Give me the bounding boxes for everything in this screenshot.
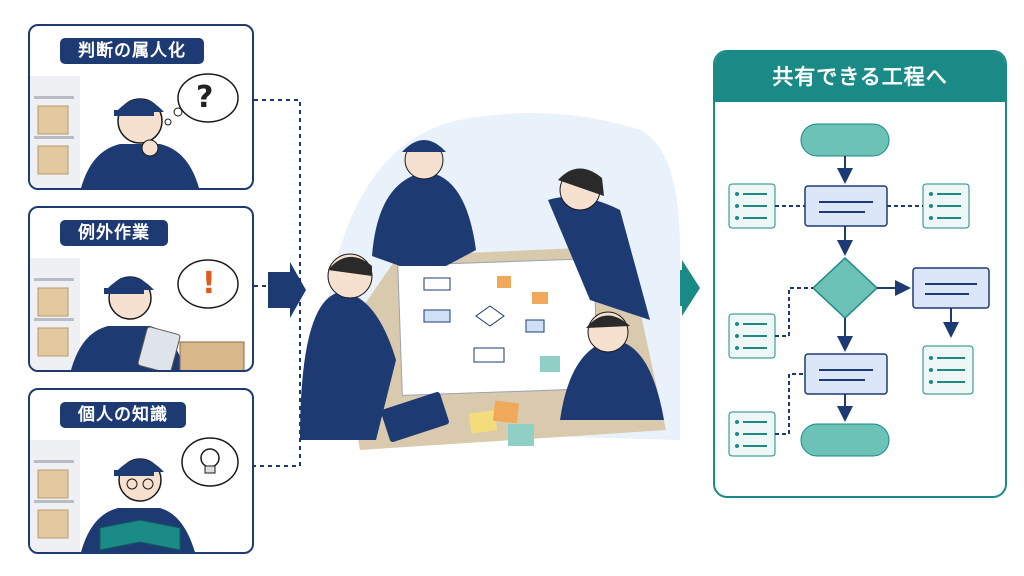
lightbulb-icon [200,448,220,474]
sticky-note [493,400,519,424]
exclamation-mark-icon: ! [202,266,216,301]
note-card [728,183,776,229]
sticky-note [508,424,534,446]
note-card [728,313,776,359]
thought-bubble [177,73,239,123]
start-terminal [800,123,890,157]
note-card [728,411,776,457]
arrow-right-icon [268,262,306,318]
sticky-note [468,410,498,434]
decision-diamond [811,256,879,320]
panel-exception: 例外作業 ! [28,206,254,372]
panel-judgement: 判断の属人化 ? [28,24,254,190]
flowchart [728,123,990,457]
question-mark-icon: ? [196,80,214,115]
worker-thinking-illustration [30,73,239,188]
panel-label: 例外作業 [60,220,168,246]
worker-book-illustration [30,437,239,552]
worker-clipboard-illustration [30,258,245,370]
process-box [804,353,888,395]
end-terminal [800,423,890,457]
shared-process-panel: 共有できる工程へ [713,50,1007,498]
note-card [922,345,974,395]
panel-knowledge: 個人の知識 [28,388,254,554]
thought-bubble [177,259,239,309]
process-box [912,267,990,309]
dotted-connector [254,99,301,467]
notebook [381,392,449,442]
panel-title: 共有できる工程へ [715,52,1005,102]
note-card [922,183,970,229]
panel-label: 判断の属人化 [60,38,204,64]
process-box [804,185,888,227]
panel-label: 個人の知識 [60,402,186,428]
